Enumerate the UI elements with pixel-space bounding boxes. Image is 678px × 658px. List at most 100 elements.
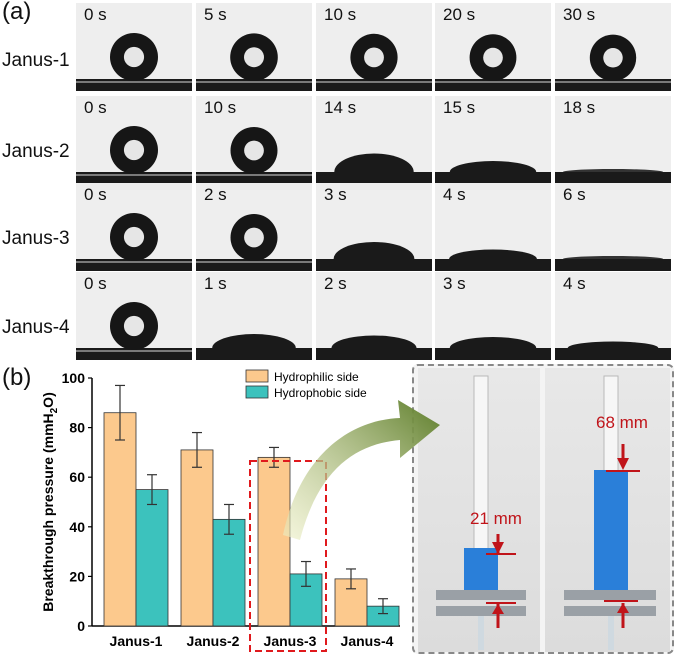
droplet-reflection [123, 226, 145, 248]
droplet-frame: 3 s [435, 272, 551, 360]
time-label: 0 s [84, 185, 107, 204]
row-label: Janus-1 [2, 50, 70, 71]
legend-swatch [245, 369, 269, 383]
y-tick-label: 80 [69, 420, 85, 436]
droplet-frame: 15 s [435, 96, 551, 184]
legend-label: Hydrophobic side [274, 386, 367, 400]
droplet-drawing [196, 334, 312, 360]
time-label: 4 s [443, 185, 466, 204]
x-tick-label: Janus-2 [187, 633, 240, 649]
droplet-drawing [316, 242, 432, 271]
droplet-drawing [555, 34, 671, 91]
droplet-reflection [123, 139, 145, 161]
substrate-front [555, 172, 671, 184]
time-label: 3 s [443, 274, 466, 293]
time-label: 1 s [204, 274, 227, 293]
droplet-frame: 0 s [76, 183, 192, 271]
left-clamp-bottom [436, 606, 526, 616]
droplet-drawing [316, 33, 432, 91]
time-label: 0 s [84, 98, 107, 117]
right-arrowhead-bottom [617, 603, 629, 613]
time-label: 5 s [204, 5, 227, 24]
droplet-frame: 10 s [196, 96, 312, 184]
right-clamp-top [564, 590, 656, 600]
droplet-reflection [244, 227, 264, 248]
substrate-highlight [76, 81, 192, 83]
time-label: 15 s [443, 98, 476, 117]
substrate-highlight [555, 81, 671, 83]
substrate-highlight [435, 81, 551, 83]
y-tick-label: 20 [69, 568, 85, 584]
substrate-front [435, 259, 551, 271]
right-outlet-tube [608, 616, 614, 650]
time-label: 3 s [324, 185, 347, 204]
bar [180, 449, 214, 627]
y-tick-label: 0 [77, 618, 85, 634]
substrate-front [555, 348, 671, 360]
substrate-highlight [316, 81, 432, 83]
left-blue-liquid [464, 548, 498, 598]
right-clamp-bottom [564, 606, 656, 616]
left-arrowhead-bottom [492, 604, 504, 614]
time-label: 6 s [563, 185, 586, 204]
droplet-drawing [316, 153, 432, 184]
droplet-drawing [196, 214, 312, 271]
y-tick-label: 100 [62, 370, 86, 386]
droplet-frame: 0 s [76, 272, 192, 360]
droplet-frame: 10 s [316, 3, 432, 91]
droplet-drawing [555, 169, 671, 184]
time-label: 30 s [563, 5, 596, 24]
droplet-reflection [364, 47, 384, 68]
y-label-sub: 2 [49, 407, 60, 413]
droplet-drawing [196, 33, 312, 91]
time-label: 2 s [324, 274, 347, 293]
droplet-drawing [435, 161, 551, 184]
substrate-front [435, 348, 551, 360]
substrate-front [435, 172, 551, 184]
x-tick-label: Janus-4 [341, 633, 394, 649]
substrate-front [316, 259, 432, 271]
droplet-reflection [123, 315, 145, 337]
droplet-frame: 0 s [76, 96, 192, 184]
droplet-drawing [435, 337, 551, 360]
row-label: Janus-3 [2, 228, 70, 249]
droplet-frame: 30 s [555, 3, 671, 91]
droplet-drawing [555, 341, 671, 360]
x-tick-label: Janus-1 [110, 633, 163, 649]
droplet-drawing [435, 249, 551, 271]
droplet-frame: 5 s [196, 3, 312, 91]
substrate-highlight [196, 261, 312, 263]
time-label: 0 s [84, 5, 107, 24]
right-arrowhead-top [617, 458, 629, 470]
droplet-drawing [76, 126, 192, 184]
left-clamp-top [436, 590, 526, 600]
time-label: 4 s [563, 274, 586, 293]
droplet-frame: 4 s [555, 272, 671, 360]
substrate-highlight [76, 174, 192, 176]
droplet-reflection [244, 140, 264, 161]
droplet-frame: 0 s [76, 3, 192, 91]
droplet-frame: 2 s [316, 272, 432, 360]
substrate-front [316, 172, 432, 184]
substrate-highlight [196, 174, 312, 176]
droplet-frame: 14 s [316, 96, 432, 184]
panel-b-label: (b) [2, 364, 32, 391]
time-label: 10 s [324, 5, 357, 24]
droplet-frame: 4 s [435, 183, 551, 271]
substrate-front [316, 348, 432, 360]
y-axis-label: Breakthrough pressure (mmH2O) [40, 392, 60, 612]
left-measuring-tube [473, 375, 489, 557]
bar [103, 412, 137, 627]
droplet-frame: 6 s [555, 183, 671, 271]
panel-a-label: (a) [2, 0, 32, 25]
y-label-main: Breakthrough pressure (mmH [40, 413, 56, 611]
substrate-front [555, 259, 671, 271]
droplet-reflection [603, 48, 623, 68]
droplet-reflection [483, 47, 503, 68]
left-arrowhead-top [492, 542, 504, 554]
droplet-drawing [76, 33, 192, 91]
droplet-frame: 3 s [316, 183, 432, 271]
right-annotation [604, 444, 640, 628]
droplet-drawing [196, 127, 312, 184]
